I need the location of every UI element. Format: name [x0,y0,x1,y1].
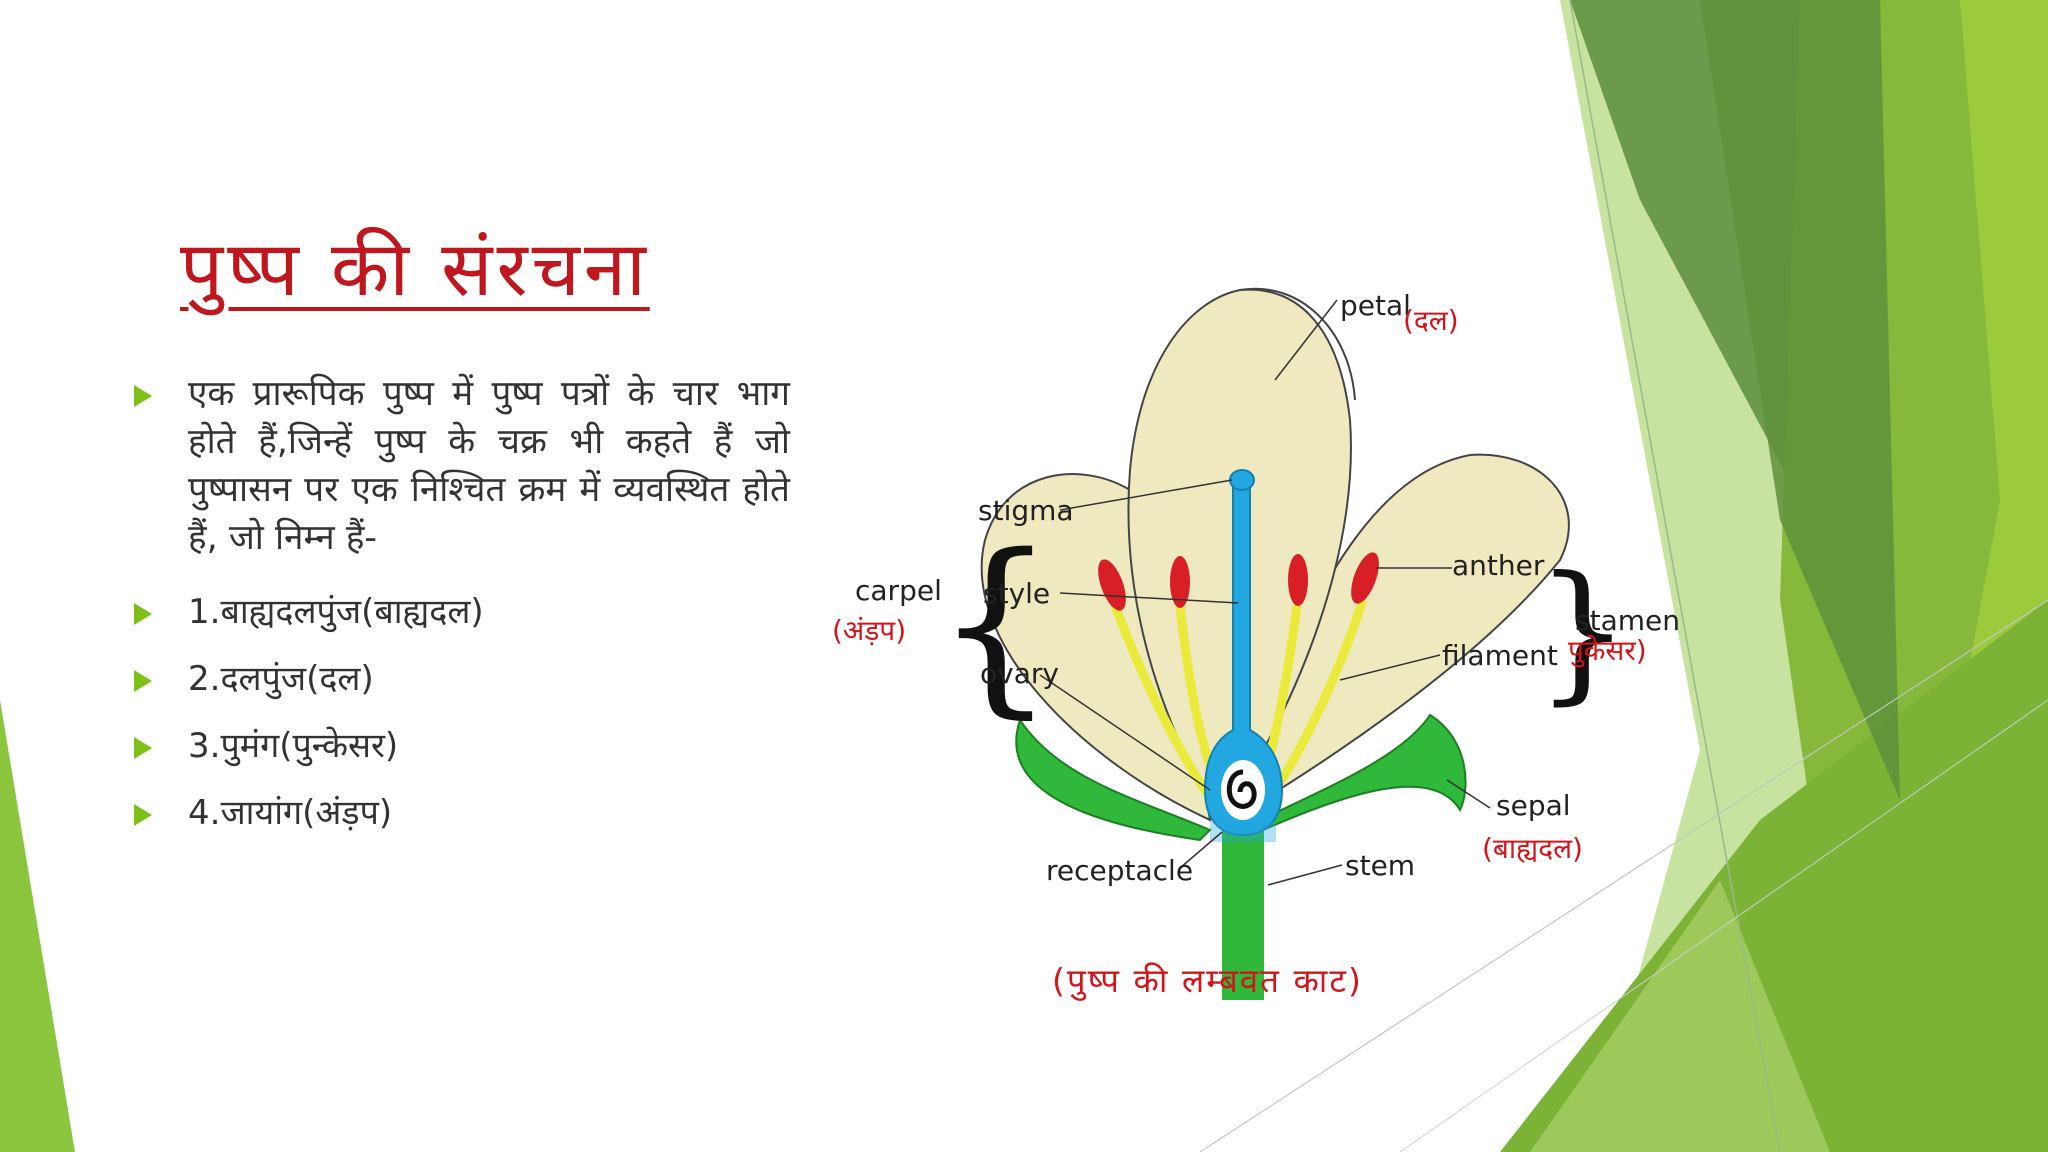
pointer-petal [1274,299,1338,381]
right-panel-soft [1530,880,1830,1152]
bullet-item-4: 4.जायांग(अंड़प) [130,789,790,837]
label-carpel: carpel [855,574,942,607]
bullet-text: 1.बाह्यदलपुंज(बाह्यदल) [188,592,484,632]
anther-2 [1170,556,1190,608]
anther-1 [1098,559,1126,611]
pointer-ovary [1039,674,1211,791]
pointer-stigma [1059,479,1233,511]
pointer-stem [1267,864,1343,886]
label-style: style [983,577,1050,610]
ovule [1226,769,1257,809]
receptacle-shape [1210,822,1276,842]
left-green-sliver [0,700,75,1152]
bullet-item-1: 1.बाह्यदलपुंज(बाह्यदल) [130,588,790,636]
bullet-triangle-icon [134,670,152,692]
label-receptacle: receptacle [1046,854,1193,887]
petal-center-back [1239,287,1356,401]
sepal-right [1239,713,1467,842]
bullet-list: एक प्रारूपिक पुष्प में पुष्प पत्रों के च… [130,370,790,856]
bullet-intro: एक प्रारूपिक पुष्प में पुष्प पत्रों के च… [130,370,790,562]
slide-title: पुष्प की संरचना [180,224,650,313]
bullet-triangle-icon [134,385,152,407]
bullet-text: 3.पुमंग(पुन्केसर) [188,726,399,766]
stem-shape [1222,830,1264,1000]
label-petal-hindi: (दल) [1403,304,1459,337]
bullet-item-2: 2.दलपुंज(दल) [130,655,790,703]
pointer-receptacle [1179,831,1223,869]
label-stem: stem [1345,849,1415,882]
stamen-brace: } [1535,545,1630,719]
thin-line-3 [1399,699,2048,1152]
label-stamen: stamen [1575,604,1680,637]
label-sepal-hindi: (बाह्यदल) [1482,832,1583,865]
label-filament: filament [1442,639,1558,672]
pistil-style [1203,479,1284,837]
bullet-triangle-icon [134,737,152,759]
label-ovary: ovary [980,657,1059,690]
label-stamen-hindi: पुकेसर) [1568,634,1647,668]
label-stigma: stigma [978,494,1074,527]
right-panel-deep [1700,0,1900,800]
label-petal: petal [1340,289,1411,322]
bullet-text: 4.जायांग(अंड़प) [188,793,393,833]
anther-4 [1351,552,1379,604]
bullet-triangle-icon [134,804,152,826]
bullet-triangle-icon [134,603,152,625]
label-anther: anther [1452,549,1545,582]
carpel-brace: { [935,514,1056,735]
flower-diagram: { } petal (दल) stigma style ovary carpel… [832,287,1680,1000]
diagram-caption: (पुष्प की लम्बवत काट) [1052,961,1363,1000]
pointer-sepal [1446,779,1491,809]
label-carpel-hindi: (अंड़प) [832,614,906,647]
sepal-left [1015,717,1212,842]
stigma-tip [1229,469,1255,491]
label-sepal: sepal [1496,789,1571,822]
bullet-item-3: 3.पुमंग(पुन्केसर) [130,722,790,770]
thin-line-2 [1199,599,2048,1152]
pointer-style [1059,592,1239,604]
thin-line-1 [1569,0,1781,1152]
pointer-filament [1339,654,1441,681]
anther-3 [1288,554,1308,606]
bullet-text: एक प्रारूपिक पुष्प में पुष्प पत्रों के च… [188,374,790,558]
bullet-text: 2.दलपुंज(दल) [188,659,374,699]
